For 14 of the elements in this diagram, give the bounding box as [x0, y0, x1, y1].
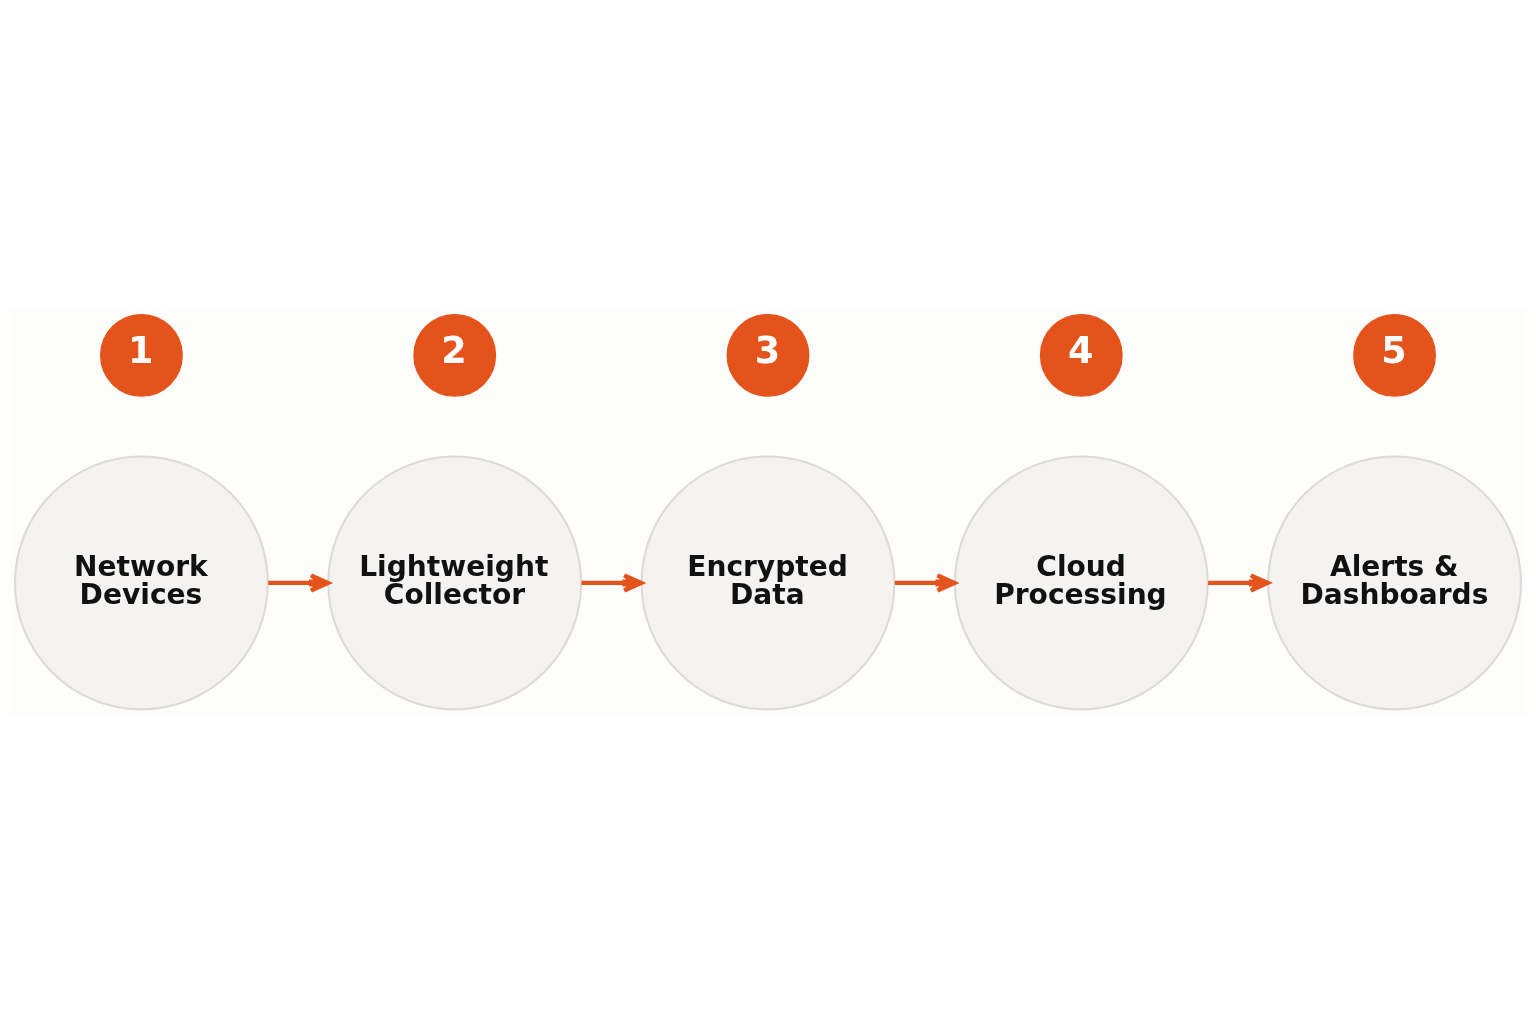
node-circle: 1 [100, 313, 183, 397]
node-circle: Encrypted Data [640, 455, 896, 711]
node-circle: Lightweight Collector [327, 455, 583, 711]
arrow [581, 573, 644, 593]
arrow [268, 573, 331, 593]
node-circle: 4 [1039, 313, 1123, 397]
node-circle: 3 [726, 313, 810, 397]
arrow [1208, 573, 1270, 593]
node-circle: Network Devices [13, 455, 269, 711]
node-circle: 2 [413, 313, 497, 397]
node-circle: Alerts & Dashboards [1267, 455, 1523, 711]
arrow [894, 573, 957, 593]
node-circle: Cloud Processing [953, 455, 1209, 711]
node-circle: 5 [1353, 313, 1436, 397]
